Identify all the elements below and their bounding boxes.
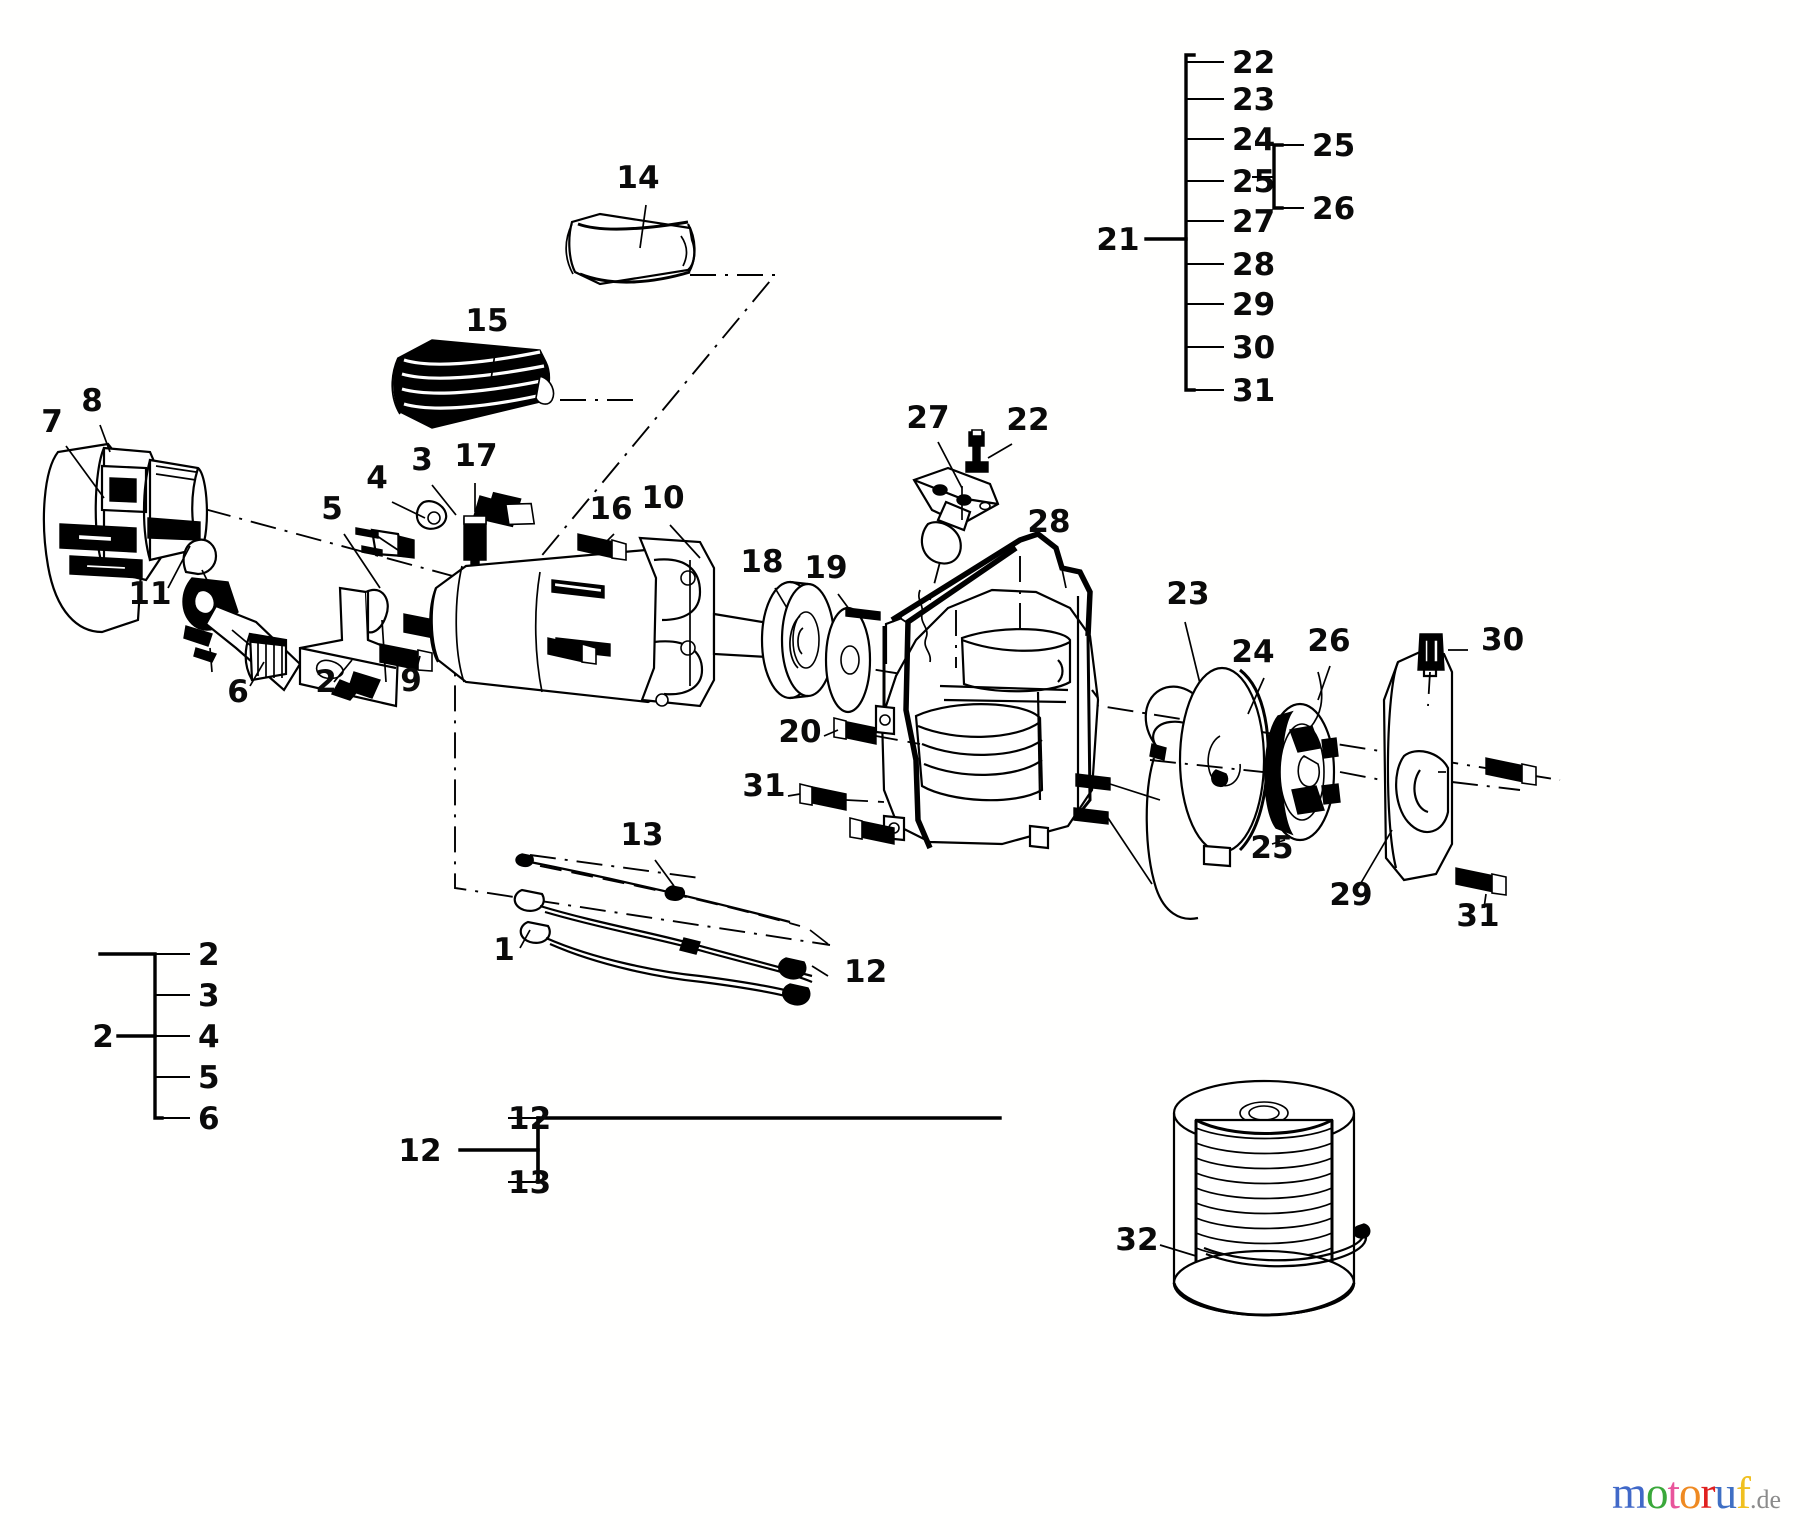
- callout-32: 32: [1115, 1222, 1158, 1258]
- logo-letter-o2: o: [1679, 1468, 1701, 1518]
- part-8-switch-housing: [42, 442, 209, 634]
- callout-30: 30: [1481, 622, 1524, 658]
- kit-21-parent-label: 21: [1096, 222, 1139, 258]
- callout-31-left: 31: [742, 768, 785, 804]
- part-18-pulley: [760, 580, 836, 700]
- logo-letter-u: u: [1714, 1468, 1737, 1518]
- callout-9: 9: [400, 663, 422, 699]
- kit-2-item-4: 6: [198, 1101, 220, 1137]
- callout-5: 5: [321, 491, 343, 527]
- kit-21-item-8: 31: [1232, 373, 1275, 409]
- kit-2-parent-label: 2: [92, 1019, 114, 1055]
- logo-letter-f: f: [1736, 1468, 1751, 1518]
- kit-21-item-1: 23: [1232, 82, 1275, 118]
- kit-21-item-2: 24: [1232, 122, 1275, 158]
- kit-21-item-4: 27: [1232, 204, 1275, 240]
- part-16-bolts: [547, 533, 627, 665]
- part-14-handle-grip: [565, 212, 696, 286]
- kit-2-item-1: 3: [198, 978, 220, 1014]
- callout-14: 14: [616, 160, 659, 196]
- part-5-clip: [355, 527, 415, 559]
- logo-letter-o1: o: [1646, 1468, 1668, 1518]
- callout-18: 18: [740, 544, 783, 580]
- callout-22: 28: [1027, 504, 1070, 540]
- kit-12-bracket: 12 12 13: [398, 1101, 1002, 1201]
- kit-21-item-7: 30: [1232, 330, 1275, 366]
- part-31-bolts-right: [1455, 757, 1537, 896]
- logo-letter-t: t: [1667, 1468, 1680, 1518]
- callout-26: 26: [1307, 623, 1350, 659]
- part-29-backing-plate: [1382, 650, 1521, 882]
- kit-2-bracket: 2 2 3 4 5 6: [92, 937, 219, 1137]
- kit-2-item-2: 4: [198, 1019, 220, 1055]
- kit-12-item-1: 13: [508, 1165, 551, 1201]
- part-3-bolt: [473, 491, 536, 528]
- kit-12-item-0: 12: [508, 1101, 551, 1137]
- callout-23: 23: [1166, 576, 1209, 612]
- callout-10: 10: [641, 480, 684, 516]
- kit-21-bracket: 21 22 23 24 25 27 28 29 30 31 25 26: [1096, 45, 1355, 409]
- part-32-wire-spool: [1172, 1079, 1371, 1317]
- part-24-rotor-disc: [1149, 666, 1301, 868]
- part-6-bushing: [244, 632, 288, 682]
- callout-15: 15: [465, 303, 508, 339]
- kit-21-item-6: 29: [1232, 287, 1275, 323]
- callout-7: 7: [41, 404, 63, 440]
- callout-11: 11: [128, 576, 171, 612]
- part-26-clutch-assembly: [1264, 671, 1393, 842]
- callout-3: 3: [411, 442, 433, 478]
- kit-21-item-5: 28: [1232, 247, 1275, 283]
- kit-2-item-3: 5: [198, 1060, 220, 1096]
- callout-16: 16: [589, 491, 632, 527]
- callout-1: 1: [493, 932, 515, 968]
- part-27-screw: [965, 429, 989, 473]
- part-15-ribbed-grip: [391, 339, 555, 429]
- part-30-nut: [1417, 633, 1468, 707]
- callout-31-right: 31: [1456, 898, 1499, 934]
- part-1-cable-harness: [513, 853, 829, 1006]
- logo-letter-r: r: [1700, 1468, 1716, 1518]
- callout-6: 6: [227, 674, 249, 710]
- part-4-washer: [415, 500, 448, 530]
- part-19-disc: [824, 606, 881, 714]
- callout-20: 20: [778, 714, 821, 750]
- part-2-mounting-bracket: [298, 586, 400, 708]
- callout-17: 17: [454, 438, 497, 474]
- callout-24: 24: [1231, 634, 1274, 670]
- motoruf-logo: motoruf.de: [1612, 1467, 1781, 1519]
- part-28-throttle-plate: [912, 466, 1000, 663]
- callout-12: 12: [844, 954, 887, 990]
- logo-suffix-de: .de: [1750, 1485, 1782, 1514]
- kit-21-item-3: 25: [1232, 164, 1275, 200]
- callout-19: 19: [804, 550, 847, 586]
- callout-2: 2: [315, 664, 337, 700]
- kit-21-item-0: 22: [1232, 45, 1275, 81]
- kit-25-sub-item-1: 26: [1312, 191, 1355, 227]
- callout-8: 8: [81, 383, 103, 419]
- logo-letter-m: m: [1612, 1468, 1647, 1518]
- callout-27: 22: [1006, 402, 1049, 438]
- callout-4: 4: [366, 460, 388, 496]
- callout-29: 29: [1329, 877, 1372, 913]
- part-10-boom-tube: [429, 536, 788, 708]
- part-31-bolts-left: [799, 782, 895, 845]
- callout-25: 25: [1250, 830, 1293, 866]
- kit-25-sub-item-0: 25: [1312, 128, 1355, 164]
- kit-2-item-0: 2: [198, 937, 220, 973]
- callout-13: 13: [620, 817, 663, 853]
- kit-12-parent-label: 12: [398, 1133, 441, 1169]
- callout-28: 27: [906, 400, 949, 436]
